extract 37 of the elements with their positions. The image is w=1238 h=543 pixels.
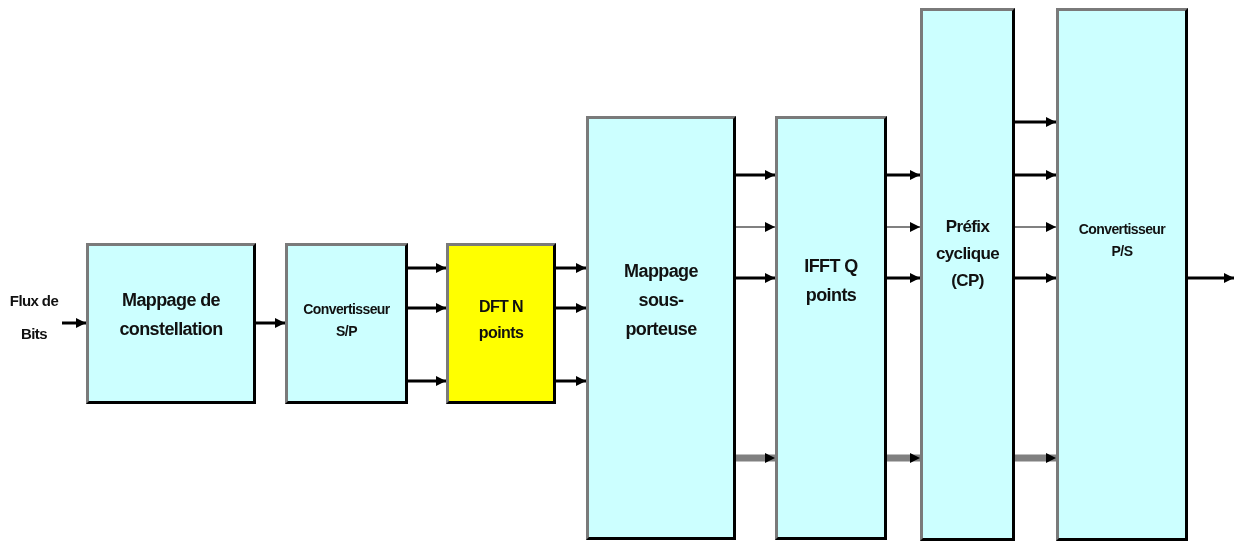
arrow	[887, 453, 920, 463]
arrow	[887, 170, 920, 180]
arrow	[408, 263, 446, 273]
arrow	[556, 303, 586, 313]
arrow	[736, 273, 775, 283]
arrow	[886, 222, 921, 232]
arrow	[736, 453, 775, 463]
arrow	[1014, 222, 1057, 232]
box-label: Mappage de constellation	[118, 289, 224, 341]
arrow	[1188, 273, 1234, 283]
process-box	[446, 243, 556, 404]
process-box	[586, 116, 736, 540]
process-box	[775, 116, 887, 540]
arrow	[556, 263, 586, 273]
arrow	[1015, 273, 1056, 283]
box-label: Préfix cyclique (CP)	[934, 216, 1001, 293]
process-box	[285, 243, 408, 404]
process-box	[1056, 8, 1188, 541]
process-box	[86, 243, 256, 404]
arrow	[735, 222, 776, 232]
box-label: DFT N points	[477, 297, 525, 343]
arrow	[62, 318, 86, 328]
process-box	[920, 8, 1015, 541]
box-label: Mappage sous- porteuse	[623, 260, 699, 341]
arrow	[408, 303, 446, 313]
arrow	[1015, 453, 1056, 463]
arrow	[408, 376, 446, 386]
box-label: Convertisseur S/P	[302, 300, 391, 342]
arrow	[736, 170, 775, 180]
arrow	[556, 376, 586, 386]
input-label: Flux de Bits	[8, 291, 60, 344]
arrow	[1015, 117, 1056, 127]
arrow	[256, 318, 285, 328]
arrow	[1015, 170, 1056, 180]
box-label: IFFT Q points	[803, 255, 859, 307]
box-label: Convertisseur P/S	[1077, 220, 1167, 262]
arrow	[887, 273, 920, 283]
